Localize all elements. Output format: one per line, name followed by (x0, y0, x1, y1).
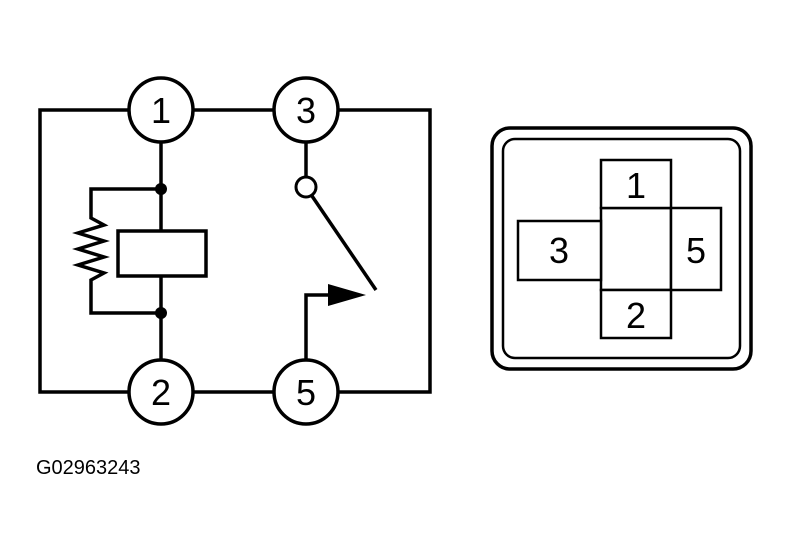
terminal-label-bottom: 2 (626, 295, 646, 336)
pin-circle (127, 358, 195, 426)
terminal-cell-bottom (599, 288, 673, 340)
relay-schematic: 1 3 2 5 (38, 76, 432, 426)
pin-label: 5 (296, 372, 316, 413)
schematic-outline (38, 108, 432, 394)
pin-1: 1 (127, 76, 195, 144)
switch-arm (310, 195, 378, 291)
terminal-cell-right (669, 206, 723, 292)
switch-contact-arrow (328, 284, 366, 306)
figure-id: G02963243 (36, 457, 141, 479)
terminal-label-top: 1 (626, 165, 646, 206)
pin-3: 3 (272, 76, 340, 144)
terminal-label-left: 3 (549, 230, 569, 271)
pin-5: 5 (272, 358, 340, 426)
pin-2: 2 (127, 358, 195, 426)
pin-label: 3 (296, 90, 316, 131)
pin-circle (127, 76, 195, 144)
suppression-resistor (72, 187, 161, 315)
pin-circle (272, 358, 340, 426)
connector-face: 1 3 5 2 (490, 126, 753, 371)
pin-label: 2 (151, 372, 171, 413)
terminal-label-right: 5 (686, 230, 706, 271)
pin-label: 1 (151, 90, 171, 131)
relay-coil (116, 229, 208, 278)
terminal-cell-top (599, 158, 673, 210)
pin-circle (272, 76, 340, 144)
terminal-cell-left (516, 219, 603, 282)
switch-pivot (294, 175, 318, 199)
connector-center (599, 206, 673, 292)
